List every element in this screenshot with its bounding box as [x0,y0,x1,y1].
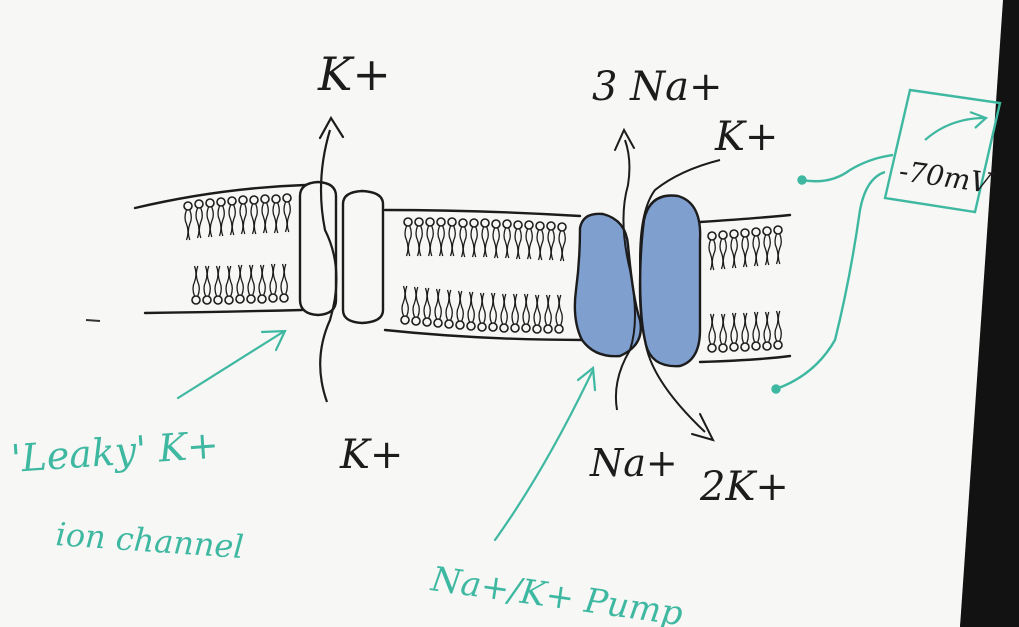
k-arrowhead-icon [318,115,345,140]
pen-mark [85,319,101,322]
na-arrowhead-icon [614,127,635,151]
annotation-arrows [176,329,597,542]
voltmeter-needle-icon [924,116,986,141]
label-k-pump-top: K+ [714,114,778,160]
na-efflux-path [614,139,636,411]
k-influx-arrowhead-icon [691,413,715,442]
label-na-bottom: Na+ [589,441,678,485]
cell-membrane [133,183,792,364]
label-3na-top: 3 Na+ [592,64,723,110]
label-k-top: K+ [317,47,391,101]
na-k-pump [573,194,702,368]
leaky-k-channel [298,180,385,325]
k-influx-path [638,159,721,433]
voltmeter-leads [771,153,894,394]
board-frame-edge [960,0,1019,627]
k-efflux-path [319,129,338,403]
label-2k-bottom: 2K+ [699,464,789,510]
voltmeter [883,88,1002,214]
label-k-bottom: K+ [339,432,403,478]
